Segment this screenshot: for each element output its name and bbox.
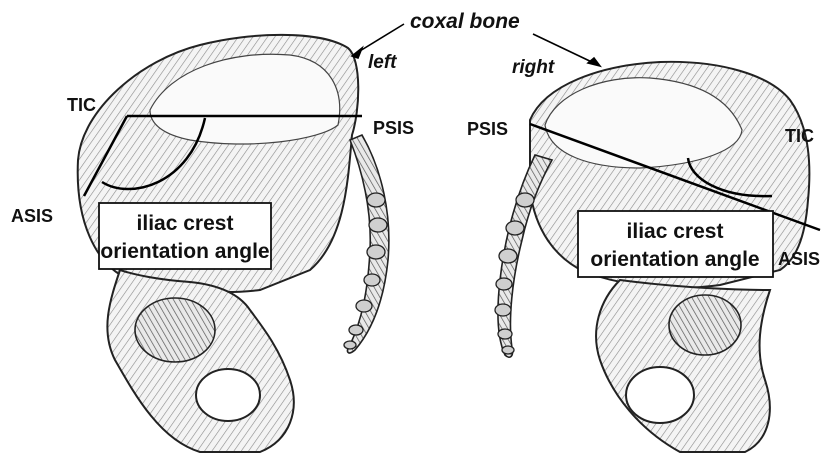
- right-asis-label: ASIS: [778, 249, 820, 269]
- left-acetabulum: [135, 298, 215, 362]
- right-box-line2: orientation angle: [590, 248, 759, 271]
- left-asis-label: ASIS: [11, 206, 53, 226]
- left-lower-coxal: [107, 270, 293, 452]
- left-psis-label: PSIS: [373, 118, 414, 138]
- left-obturator-foramen: [196, 369, 260, 421]
- left-side-label: left: [368, 52, 397, 73]
- right-tic-label: TIC: [785, 126, 814, 146]
- right-acetabulum: [669, 295, 741, 355]
- arrow-to-left-icon: [355, 24, 404, 54]
- left-sacrum-chain: [348, 135, 389, 353]
- right-psis-label: PSIS: [467, 119, 508, 139]
- right-obturator-foramen: [626, 367, 694, 423]
- left-tic-label: TIC: [67, 95, 96, 115]
- left-box-line1: iliac crest: [137, 212, 234, 235]
- left-box-line2: orientation angle: [100, 240, 269, 263]
- right-angle-box: iliac crest orientation angle: [578, 211, 773, 277]
- right-box-line1: iliac crest: [627, 220, 724, 243]
- left-angle-box: iliac crest orientation angle: [99, 203, 271, 269]
- right-side-label: right: [512, 57, 555, 78]
- diagram-title: coxal bone: [410, 10, 520, 33]
